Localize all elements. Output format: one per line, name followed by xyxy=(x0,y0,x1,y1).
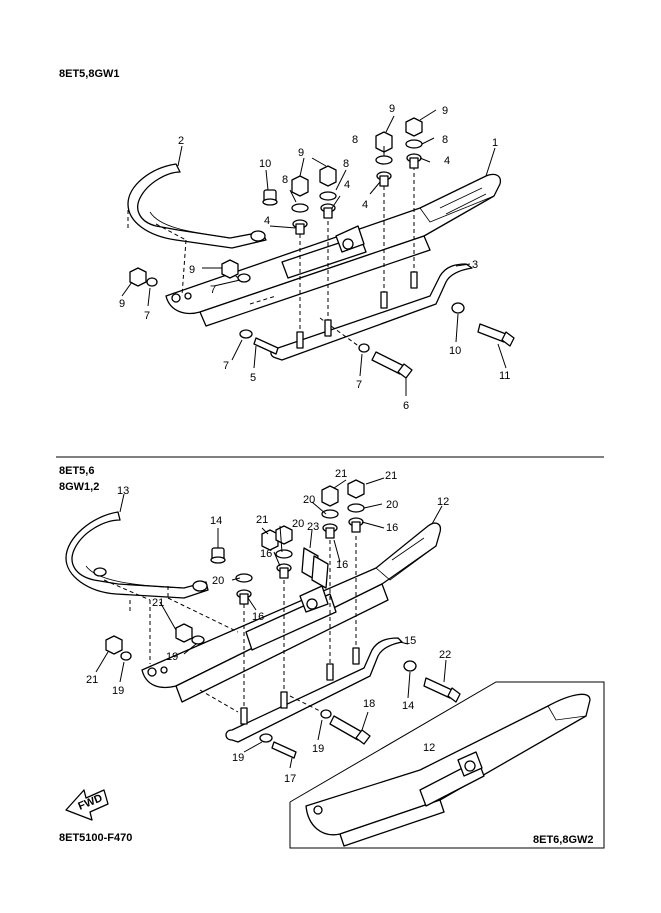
callout-12: 12 xyxy=(423,742,435,754)
callout-6: 6 xyxy=(403,400,409,412)
callout-19: 19 xyxy=(166,651,178,663)
callout-4: 4 xyxy=(444,155,450,167)
bottom-bolts-and-dashed-guides xyxy=(103,536,360,725)
callout-16: 16 xyxy=(336,559,348,571)
callout-9: 9 xyxy=(442,105,448,117)
top-hardware-parts xyxy=(129,117,515,379)
top-leader-lines xyxy=(121,109,507,396)
bottom-handle-bar xyxy=(65,511,209,599)
callout-7: 7 xyxy=(223,360,229,372)
top-callout-labels: 1 2 3 4 4 4 4 5 6 7 7 7 7 8 8 8 8 9 9 9 … xyxy=(119,103,510,412)
callout-21: 21 xyxy=(385,470,397,482)
callout-20: 20 xyxy=(212,575,224,587)
top-bolts-and-dashed-guides xyxy=(127,166,418,351)
callout-9: 9 xyxy=(119,298,125,310)
callout-4: 4 xyxy=(264,215,270,227)
callout-14: 14 xyxy=(210,515,222,527)
top-handle-bar xyxy=(127,163,267,249)
callout-5: 5 xyxy=(250,372,256,384)
callout-19: 19 xyxy=(232,752,244,764)
callout-12: 12 xyxy=(437,496,449,508)
callout-10: 10 xyxy=(449,345,461,357)
callout-18: 18 xyxy=(363,698,375,710)
callout-7: 7 xyxy=(144,310,150,322)
callout-9: 9 xyxy=(298,147,304,159)
callout-21: 21 xyxy=(256,514,268,526)
bottom-model-caption-line2: 8GW1,2 xyxy=(59,481,99,493)
callout-11: 11 xyxy=(499,370,510,382)
callout-9: 9 xyxy=(389,103,395,115)
bottom-hardware-parts xyxy=(105,479,461,759)
callout-2: 2 xyxy=(178,135,184,147)
callout-8: 8 xyxy=(282,174,288,186)
callout-20: 20 xyxy=(292,518,304,530)
callout-8: 8 xyxy=(343,158,349,170)
callout-16: 16 xyxy=(260,548,272,560)
callout-21: 21 xyxy=(152,597,164,609)
callout-13: 13 xyxy=(117,485,129,497)
bottom-leader-lines xyxy=(95,477,447,769)
bottom-ski-body xyxy=(141,522,442,703)
callout-7: 7 xyxy=(356,379,362,391)
callout-23: 23 xyxy=(307,521,319,533)
callout-4: 4 xyxy=(344,179,350,191)
figure-code: 8ET5100-F470 xyxy=(59,832,132,844)
callout-8: 8 xyxy=(352,134,358,146)
callout-17: 17 xyxy=(284,773,296,785)
callout-20: 20 xyxy=(303,494,315,506)
callout-16: 16 xyxy=(386,522,398,534)
callout-8: 8 xyxy=(442,134,448,146)
bottom-runner xyxy=(225,637,403,743)
callout-14: 14 xyxy=(402,700,414,712)
callout-7: 7 xyxy=(210,284,216,296)
callout-16: 16 xyxy=(252,611,264,623)
callout-19: 19 xyxy=(312,743,324,755)
inset-model-caption: 8ET6,8GW2 xyxy=(533,834,594,846)
callout-20: 20 xyxy=(386,499,398,511)
inset-variant-box: 8ET6,8GW2 xyxy=(289,681,605,849)
callout-1: 1 xyxy=(492,137,498,149)
bottom-model-caption-line1: 8ET5,6 xyxy=(59,465,94,477)
top-model-caption: 8ET5,8GW1 xyxy=(59,68,120,80)
callout-9: 9 xyxy=(189,264,195,276)
bottom-callout-labels: 12 12 13 14 14 15 16 16 16 16 17 18 19 1… xyxy=(86,468,451,785)
callout-4: 4 xyxy=(362,199,368,211)
callout-19: 19 xyxy=(112,685,124,697)
callout-22: 22 xyxy=(439,649,451,661)
fwd-arrow-icon: FWD xyxy=(65,789,109,821)
callout-21: 21 xyxy=(86,674,98,686)
callout-10: 10 xyxy=(259,158,271,170)
callout-3: 3 xyxy=(472,259,478,271)
callout-21: 21 xyxy=(335,468,347,480)
callout-15: 15 xyxy=(404,635,416,647)
